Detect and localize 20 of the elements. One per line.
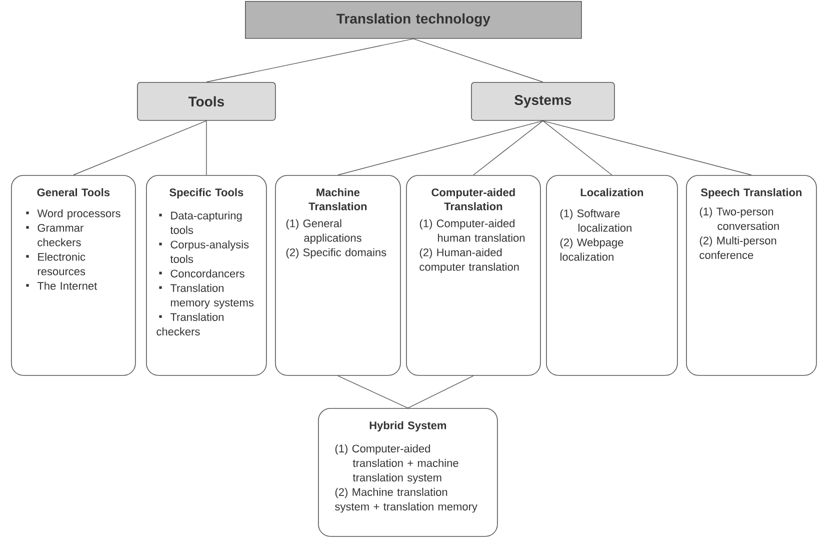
connector-line <box>542 120 612 176</box>
category-box: Hybrid System (1) Computer-aided translation + machine translation system (2) Machine translation system + translation memory <box>318 408 498 537</box>
connector-line <box>408 375 474 408</box>
category-box: Computer-aided Translation (1) Computer-aided human translation (2) Human-aided computer translation <box>406 175 541 376</box>
connector-line <box>473 120 544 176</box>
connector-line <box>338 375 408 408</box>
category-box: Specific Tools Data-capturing tools Corpus-analysis tools Concordancers Translation memory systems Translation checkers <box>146 175 267 376</box>
connector-line <box>542 120 752 176</box>
connector-line <box>206 120 207 176</box>
title-box: Translation technology <box>245 1 582 39</box>
category-box: General Tools Word processors Grammar checkers Electronic resources The Internet <box>11 175 136 376</box>
title-box: Tools <box>137 82 276 121</box>
connector-line <box>338 120 544 176</box>
title-box: Systems <box>471 82 615 121</box>
connector-line <box>73 120 207 176</box>
category-box: Machine Translation (1) General applications (2) Specific domains <box>275 175 401 376</box>
connector-line <box>206 38 414 82</box>
category-box: Localization (1) Software localization (2) Webpage localization <box>546 175 678 376</box>
connector-line <box>413 38 544 82</box>
category-box: Speech Translation (1) Two-person conversation (2) Multi-person conference <box>686 175 817 376</box>
